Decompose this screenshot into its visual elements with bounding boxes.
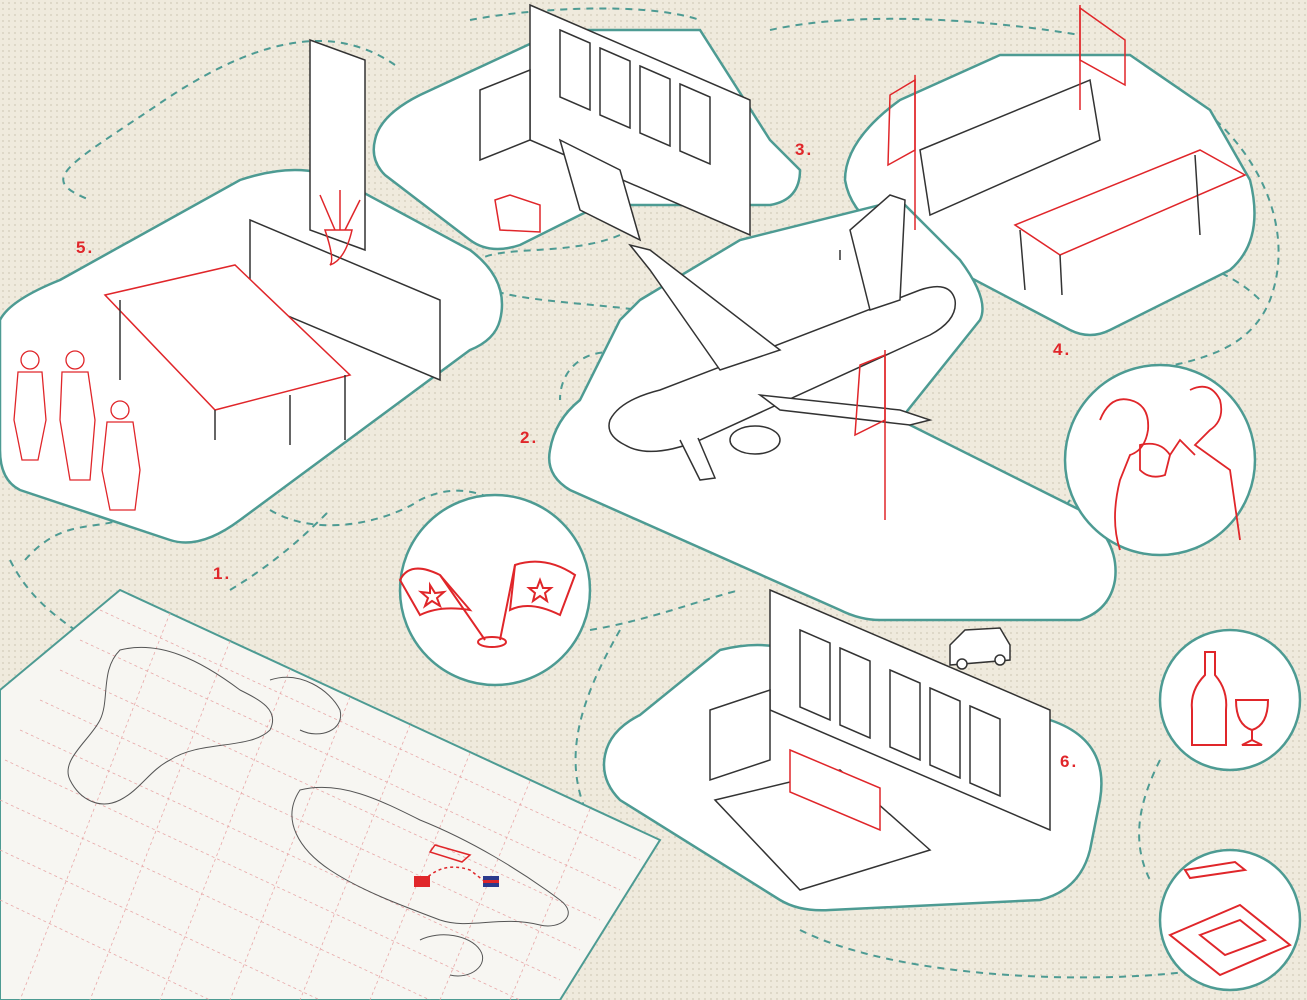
people-group <box>13 350 141 511</box>
flagpole <box>854 350 886 520</box>
building-4 <box>919 78 1247 296</box>
step-label-4: 4. <box>1053 340 1072 359</box>
toast-icon <box>1063 363 1257 557</box>
step-label-2: 2. <box>520 428 539 447</box>
building-3 <box>479 3 751 242</box>
building-5 <box>103 38 441 445</box>
step-label-1: 1. <box>213 564 232 583</box>
airplane-icon <box>428 844 472 863</box>
step-label-6: 6. <box>1060 752 1079 771</box>
map-route <box>414 844 499 887</box>
airplane-icon <box>608 194 957 481</box>
step-label-5: 5. <box>76 238 95 257</box>
wine-bottle-glass-icon <box>1158 628 1302 772</box>
step-label-3: 3. <box>795 140 814 159</box>
world-map-icon <box>0 588 662 1000</box>
flag-icon <box>414 876 430 887</box>
pen-signing-icon <box>1158 848 1302 992</box>
flag-icon <box>887 5 1126 230</box>
crossed-flags-icon <box>398 493 592 687</box>
vase-icon <box>319 190 361 266</box>
building-6 <box>709 588 1051 891</box>
car-icon <box>949 627 1011 670</box>
